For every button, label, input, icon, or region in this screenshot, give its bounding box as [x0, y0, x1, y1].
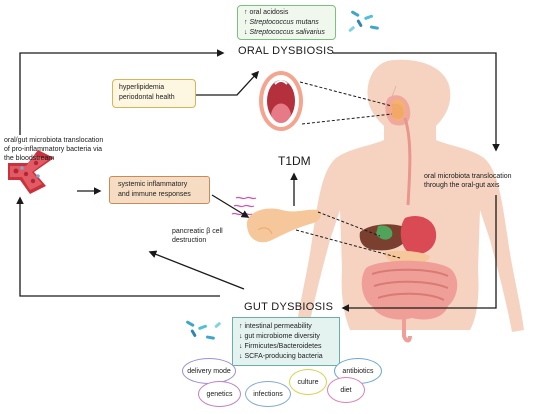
oral-gut-axis-caption: oral microbiota translocation through th…	[424, 172, 512, 190]
bloodstream-translocation-caption: oral/gut microbiota translocation of pro…	[4, 136, 103, 163]
gut-dysbiosis-markers-box: ↑ intestinal permeability ↓ gut microbio…	[232, 317, 340, 366]
arrow-down-icon: ↓	[239, 333, 243, 340]
oral-dysbiosis-title: ORAL DYSBIOSIS	[238, 45, 335, 57]
gut-marker-text: Firmicutes/Bacteroidetes	[244, 343, 322, 350]
systemic-inflammation-box: systemic inflammatory and immune respons…	[109, 176, 210, 204]
human-body-silhouette	[296, 59, 524, 333]
gut-marker-text: SCFA-producing bacteria	[244, 353, 323, 360]
systemic-text: and immune responses	[118, 191, 191, 198]
arrow-up-icon: ↑	[244, 9, 248, 16]
caption-line: oral/gut microbiota translocation	[4, 137, 104, 144]
arrow-down-icon: ↓	[244, 29, 248, 36]
gut-marker-line: ↓ gut microbiome diversity	[239, 332, 339, 342]
factor-diet: diet	[327, 377, 365, 403]
systemic-text: systemic inflammatory	[118, 181, 188, 188]
gut-dysbiosis-title: GUT DYSBIOSIS	[244, 301, 334, 313]
caption-line: through the oral-gut axis	[424, 182, 500, 189]
caption-line: oral microbiota translocation	[424, 173, 512, 180]
arrow-down-icon: ↓	[239, 353, 243, 360]
blood-vessel	[8, 150, 54, 194]
abdominal-organs	[359, 216, 458, 343]
t1dm-label: T1DM	[278, 154, 311, 168]
factor-delivery-mode: delivery mode	[182, 358, 236, 384]
dashed-connectors	[295, 81, 401, 259]
gut-marker-line: ↓ SCFA-producing bacteria	[239, 352, 339, 362]
flow-arrows	[16, 49, 500, 312]
pancreas-illustration	[231, 196, 321, 243]
caption-line: pancreatic β cell	[172, 228, 223, 235]
risk-factor-text: periodontal health	[119, 94, 175, 101]
caption-line: destruction	[172, 237, 207, 244]
oral-marker-text: Streptococcus mutans	[249, 19, 319, 26]
oral-marker-line: ↑ oral acidosis	[244, 8, 335, 18]
gut-marker-text: intestinal permeability	[244, 323, 312, 330]
arrow-up-icon: ↑	[239, 323, 243, 330]
risk-factor-text: hyperlipidemia	[119, 84, 165, 91]
risk-factors-box: hyperlipidemia periodontal health	[112, 79, 196, 108]
factor-infections: infections	[245, 381, 291, 407]
oral-marker-text: Streptococcus salivarius	[249, 29, 325, 36]
oral-marker-text: oral acidosis	[249, 9, 289, 16]
oral-bacteria-icon	[348, 10, 379, 32]
gut-marker-text: gut microbiome diversity	[244, 333, 320, 340]
oral-dysbiosis-markers-box: ↑ oral acidosis ↑ Streptococcus mutans ↓…	[237, 5, 336, 40]
caption-line: the bloodstream	[4, 155, 55, 162]
oral-marker-line: ↑ Streptococcus mutans	[244, 18, 335, 28]
arrow-up-icon: ↑	[244, 19, 248, 26]
pancreatic-destruction-caption: pancreatic β cell destruction	[172, 227, 223, 245]
arrow-down-icon: ↓	[239, 343, 243, 350]
gut-bacteria-icon	[186, 320, 221, 340]
gut-marker-line: ↓ Firmicutes/Bacteroidetes	[239, 342, 339, 352]
gut-marker-line: ↑ intestinal permeability	[239, 322, 339, 332]
caption-line: of pro-inflammatory bacteria via	[4, 146, 103, 153]
factor-genetics: genetics	[198, 381, 241, 407]
factor-culture: culture	[289, 369, 327, 395]
oral-marker-line: ↓ Streptococcus salivarius	[244, 28, 335, 38]
mouth-illustration	[259, 71, 303, 131]
